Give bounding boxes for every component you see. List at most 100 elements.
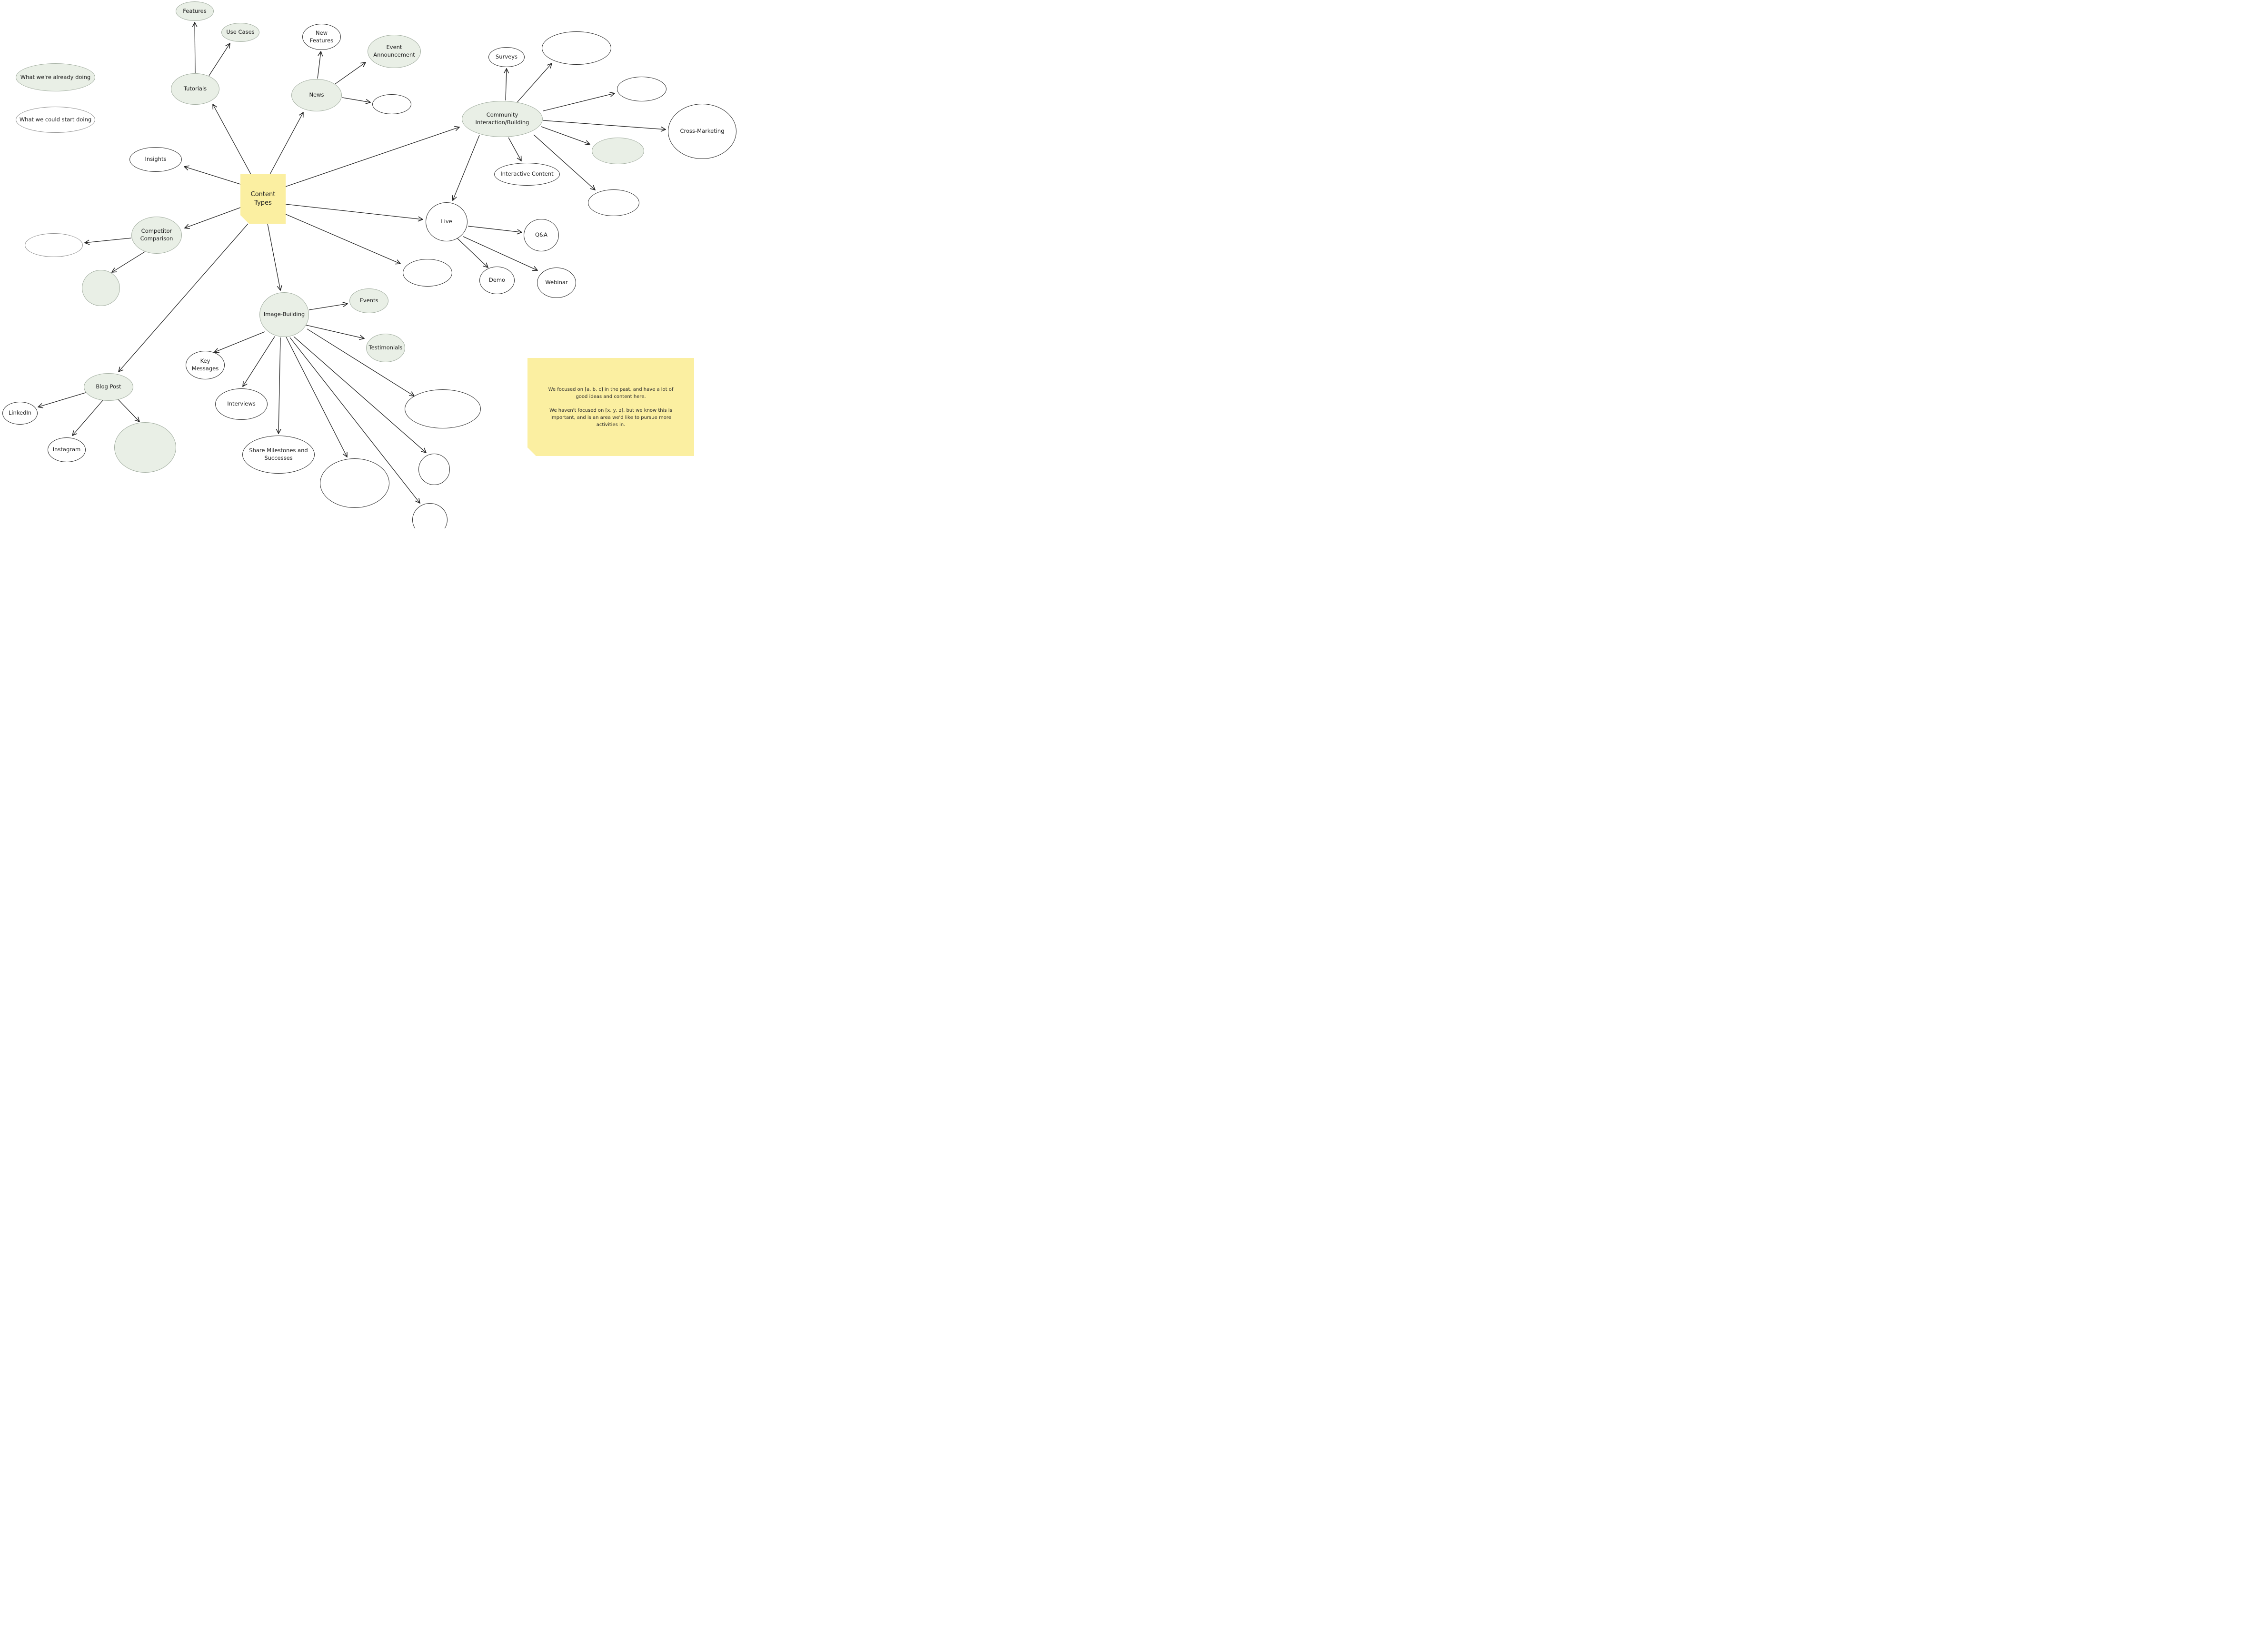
node-surveys-label: Surveys — [496, 53, 517, 60]
node-interactive-content-label: Interactive Content — [500, 170, 554, 178]
legend-could-start-doing-label: What we could start doing — [19, 116, 92, 123]
node-image-building[interactable]: Image-Building — [259, 292, 309, 337]
node-community[interactable]: Community Interaction/Building — [462, 101, 543, 137]
node-interactive-content[interactable]: Interactive Content — [494, 163, 560, 186]
node-image-building-empty-right[interactable] — [405, 389, 481, 428]
arrow-image-building-empty-small — [293, 336, 426, 453]
arrow-competitor-empty-green — [112, 251, 145, 272]
node-use-cases-label: Use Cases — [226, 29, 255, 36]
node-features-label: Features — [183, 7, 207, 14]
arrow-image-building-key-messages — [214, 331, 265, 352]
node-community-label: Community Interaction/Building — [475, 111, 529, 126]
node-community-empty-top[interactable] — [542, 31, 611, 65]
arrow-content-types-community — [285, 127, 459, 187]
node-community-empty-below[interactable] — [588, 189, 639, 216]
node-news-empty[interactable] — [372, 94, 411, 114]
arrow-community-empty-top — [517, 63, 552, 102]
node-cross-marketing-label: Cross-Marketing — [680, 128, 725, 135]
node-events-label: Events — [359, 297, 378, 304]
node-competitor-comparison-label: Competitor Comparison — [140, 228, 173, 242]
node-share-milestones-label: Share Milestones and Successes — [249, 447, 308, 461]
arrow-image-building-interviews — [243, 336, 275, 387]
node-blog-post-empty-green[interactable] — [114, 422, 176, 473]
node-demo[interactable]: Demo — [479, 267, 515, 294]
node-interviews[interactable]: Interviews — [215, 388, 268, 420]
node-image-building-empty-small[interactable] — [418, 454, 450, 485]
arrow-image-building-testimonials — [306, 325, 364, 338]
arrow-news-event-announcement — [334, 62, 366, 85]
arrow-news-new-features — [317, 51, 321, 79]
arrow-live-demo — [457, 238, 488, 268]
node-qa-label: Q&A — [535, 231, 547, 238]
node-community-empty-green[interactable] — [592, 138, 644, 164]
arrow-community-empty-green — [541, 126, 590, 144]
node-linkedin-label: LinkedIn — [8, 409, 32, 417]
node-insights[interactable]: Insights — [129, 147, 182, 172]
arrow-community-surveys — [506, 69, 507, 101]
arrow-community-empty-below — [533, 134, 595, 190]
arrow-live-webinar — [463, 236, 537, 270]
node-demo-label: Demo — [488, 277, 506, 284]
node-tutorials-label: Tutorials — [183, 85, 207, 92]
arrow-content-types-insights — [184, 167, 241, 185]
arrow-image-building-events — [308, 304, 348, 310]
arrow-tutorials-use-cases — [209, 43, 230, 76]
sticky-content-types-label: Content Types — [250, 191, 276, 207]
arrow-content-types-blog-post — [119, 223, 249, 372]
node-blog-post[interactable]: Blog Post — [84, 373, 133, 401]
arrow-news-empty — [342, 97, 370, 102]
node-image-building-empty-big[interactable] — [320, 458, 389, 508]
arrow-blog-post-instagram — [72, 400, 103, 436]
node-events[interactable]: Events — [349, 288, 388, 313]
node-new-features[interactable]: New Features — [302, 24, 341, 50]
sticky-note-paragraph-1: We focused on [a, b, c] in the past, and… — [548, 387, 674, 399]
node-instagram[interactable]: Instagram — [48, 437, 86, 462]
arrow-community-cross-marketing — [543, 120, 666, 129]
node-live-empty[interactable] — [403, 259, 452, 287]
node-tutorials[interactable]: Tutorials — [171, 73, 219, 105]
node-qa[interactable]: Q&A — [524, 219, 559, 251]
arrow-community-interactive-content — [508, 137, 521, 161]
node-interviews-label: Interviews — [227, 400, 256, 407]
node-competitor-empty[interactable] — [25, 233, 83, 257]
node-live-label: Live — [441, 218, 452, 225]
arrow-content-types-live — [285, 204, 423, 219]
node-testimonials[interactable]: Testimonials — [366, 334, 405, 362]
sticky-note[interactable]: We focused on [a, b, c] in the past, and… — [527, 358, 694, 456]
arrow-image-building-empty-big — [286, 337, 347, 457]
node-testimonials-label: Testimonials — [368, 344, 403, 351]
arrow-community-empty-right — [543, 93, 615, 111]
arrow-content-types-empty — [285, 214, 400, 264]
arrow-blog-post-empty-green — [117, 398, 139, 422]
node-use-cases[interactable]: Use Cases — [221, 23, 259, 42]
node-linkedin[interactable]: LinkedIn — [2, 402, 38, 425]
node-event-announcement-label: Event Announcement — [373, 44, 415, 58]
legend-could-start-doing[interactable]: What we could start doing — [16, 107, 95, 133]
node-insights-label: Insights — [145, 156, 167, 163]
node-competitor-empty-green[interactable] — [82, 270, 120, 306]
node-key-messages[interactable]: Key Messages — [186, 351, 225, 379]
node-webinar[interactable]: Webinar — [537, 268, 576, 298]
sticky-content-types[interactable]: Content Types — [240, 174, 286, 224]
arrow-live-qa — [468, 226, 522, 232]
arrow-content-types-competitor — [185, 207, 241, 228]
arrow-content-types-tutorials — [213, 104, 251, 175]
mindmap-canvas: What we're already doing What we could s… — [0, 0, 736, 528]
node-news[interactable]: News — [291, 79, 342, 111]
node-new-features-label: New Features — [309, 29, 334, 44]
node-features[interactable]: Features — [176, 1, 214, 21]
sticky-note-paragraph-2: We haven't focused on [x, y, z], but we … — [549, 407, 672, 427]
legend-already-doing-label: What we're already doing — [20, 73, 91, 80]
node-share-milestones[interactable]: Share Milestones and Successes — [242, 436, 315, 474]
node-event-announcement[interactable]: Event Announcement — [368, 35, 421, 68]
arrow-blog-post-linkedin — [38, 392, 88, 407]
node-image-building-empty-bottom[interactable] — [412, 503, 448, 528]
node-competitor-comparison[interactable]: Competitor Comparison — [131, 217, 182, 254]
node-community-empty-right[interactable] — [617, 77, 666, 101]
node-cross-marketing[interactable]: Cross-Marketing — [668, 104, 736, 159]
node-surveys[interactable]: Surveys — [488, 47, 525, 67]
arrow-content-types-image-building — [267, 223, 280, 290]
node-webinar-label: Webinar — [545, 279, 568, 286]
node-live[interactable]: Live — [426, 202, 468, 241]
legend-already-doing[interactable]: What we're already doing — [16, 63, 95, 91]
